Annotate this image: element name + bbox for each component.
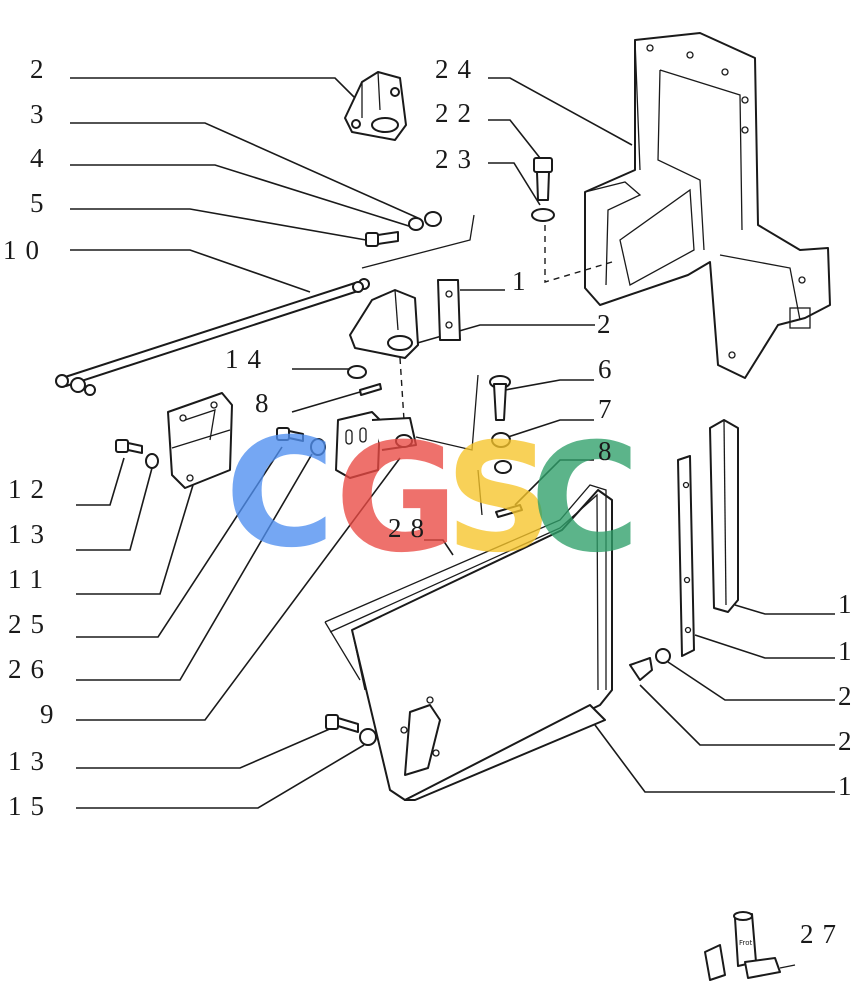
callout-label: 10 (3, 235, 48, 265)
callout-label: 27 (800, 919, 845, 949)
callout-label: 2 (838, 681, 861, 711)
mid-hinge-bracket (349, 278, 419, 359)
callout-label: 11 (8, 564, 52, 594)
callout-label: 22 (435, 98, 480, 128)
hinge-pin-set (477, 375, 523, 518)
screw-and-washer (629, 648, 671, 681)
callout-label: 12 (8, 474, 53, 504)
panel-bolt-nut (325, 714, 377, 746)
callout-label: 26 (8, 654, 53, 684)
callout-label: 1 (838, 589, 861, 619)
lower-hinge-bracket (335, 374, 479, 479)
callout-label: 1 (512, 266, 535, 296)
hinge-plate (361, 214, 475, 341)
callout-label: 3 (30, 99, 53, 129)
bolt (365, 231, 399, 247)
inset-decal-illustration: Frot (704, 911, 796, 981)
callout-label: 13 (8, 746, 53, 776)
main-frame-bracket (584, 32, 831, 379)
callout-label: 13 (8, 519, 53, 549)
watermark: C G S C (225, 407, 640, 586)
nut-and-washer (408, 211, 442, 231)
callout-label: 25 (8, 609, 53, 639)
callout-labels-right: 1 1 2 2 1 27 (800, 589, 861, 949)
callout-label: 24 (435, 54, 480, 84)
inset-decal-label: Frot (739, 939, 753, 947)
leader-lines (70, 77, 835, 809)
support-rod (55, 281, 364, 396)
nut-small-screw (347, 357, 405, 421)
frame-bolt-washer (531, 157, 613, 283)
callout-label: 15 (8, 791, 53, 821)
callout-label: 2 (30, 54, 53, 84)
callout-labels-center: 24 22 23 1 2 6 7 8 28 (388, 54, 621, 543)
callout-label: 8 (255, 388, 278, 418)
guard-panel (324, 484, 613, 801)
latch-bracket (167, 392, 233, 489)
callout-label: 6 (598, 354, 621, 384)
callout-label: 1 (838, 771, 861, 801)
vertical-strips (677, 419, 739, 657)
callout-label: 7 (598, 394, 621, 424)
callout-label: 2 (838, 726, 861, 756)
callout-label: 5 (30, 188, 53, 218)
callout-label: 2 (597, 309, 620, 339)
bolt-and-washer (115, 439, 159, 469)
callout-label: 4 (30, 143, 53, 173)
watermark-letter-2: G (335, 412, 458, 586)
bolt-and-washer-2 (276, 427, 326, 456)
callout-label: 1 (838, 636, 861, 666)
watermark-letter-1: C (225, 407, 335, 581)
callout-label: 28 (388, 513, 433, 543)
callout-label: 14 (225, 344, 270, 374)
callout-label: 8 (598, 436, 621, 466)
callout-label: 23 (435, 144, 480, 174)
callout-labels-left: 2 3 4 5 10 14 8 12 13 11 25 26 9 13 15 (3, 54, 278, 821)
callout-label: 9 (40, 699, 63, 729)
watermark-letter-3: S (445, 412, 553, 586)
upper-hinge-bracket (344, 71, 407, 141)
watermark-letter-4: C (530, 412, 640, 586)
